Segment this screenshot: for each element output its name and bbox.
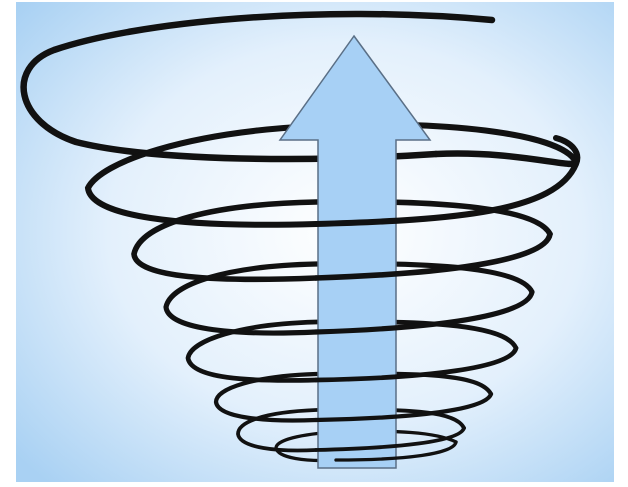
diagram-panel: [16, 2, 614, 482]
spiral-arrow-diagram: [16, 2, 614, 482]
